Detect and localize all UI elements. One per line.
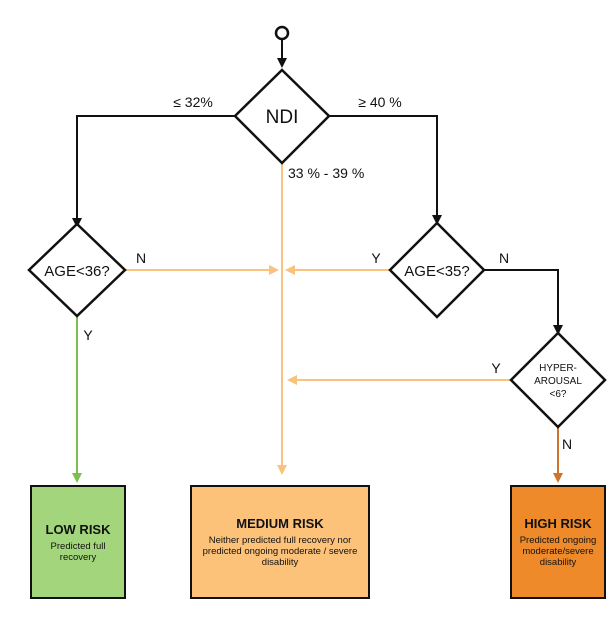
low-risk-title: LOW RISK	[45, 521, 111, 537]
edge-label-age35-yes: Y	[371, 250, 381, 266]
edge-label-ndi-left: ≤ 32%	[173, 94, 213, 110]
edge-age35-no	[484, 269, 563, 335]
edge-label-hyper-no: N	[562, 436, 572, 452]
low-risk-box: LOW RISK Predicted full recovery	[30, 485, 126, 599]
edge-ndi-left	[72, 115, 235, 228]
hyperarousal-label-line1: HYPER-	[539, 363, 577, 374]
edge-label-hyper-yes: Y	[491, 360, 501, 376]
hyperarousal-decision	[509, 331, 607, 429]
edge-label-ndi-middle: 33 % - 39 %	[288, 165, 364, 181]
high-risk-box: HIGH RISK Predicted ongoing moderate/sev…	[510, 485, 606, 599]
low-risk-description: Predicted full recovery	[50, 540, 106, 563]
edge-label-ndi-right: ≥ 40 %	[358, 94, 401, 110]
medium-risk-box: MEDIUM RISK Neither predicted full recov…	[190, 485, 370, 599]
medium-risk-title: MEDIUM RISK	[236, 516, 324, 531]
edge-label-age36-no: N	[136, 250, 146, 266]
medium-risk-description: Neither predicted full recovery nor pred…	[202, 535, 358, 568]
high-risk-title: HIGH RISK	[524, 516, 592, 531]
hyperarousal-label-line3: <6?	[550, 389, 567, 400]
ndi-label: NDI	[266, 107, 299, 128]
start-node	[274, 25, 290, 41]
age35-label: AGE<35?	[404, 263, 469, 280]
age36-decision	[27, 222, 127, 318]
edge-label-age35-no: N	[499, 250, 509, 266]
hyperarousal-label-line2: AROUSAL	[534, 376, 582, 387]
edge-label-age36-yes: Y	[83, 327, 93, 343]
high-risk-description: Predicted ongoing moderate/severe disabi…	[519, 535, 597, 568]
edge-ndi-right	[329, 115, 442, 225]
age35-decision	[388, 221, 486, 319]
ndi-decision	[233, 68, 331, 165]
age36-label: AGE<36?	[44, 263, 109, 280]
